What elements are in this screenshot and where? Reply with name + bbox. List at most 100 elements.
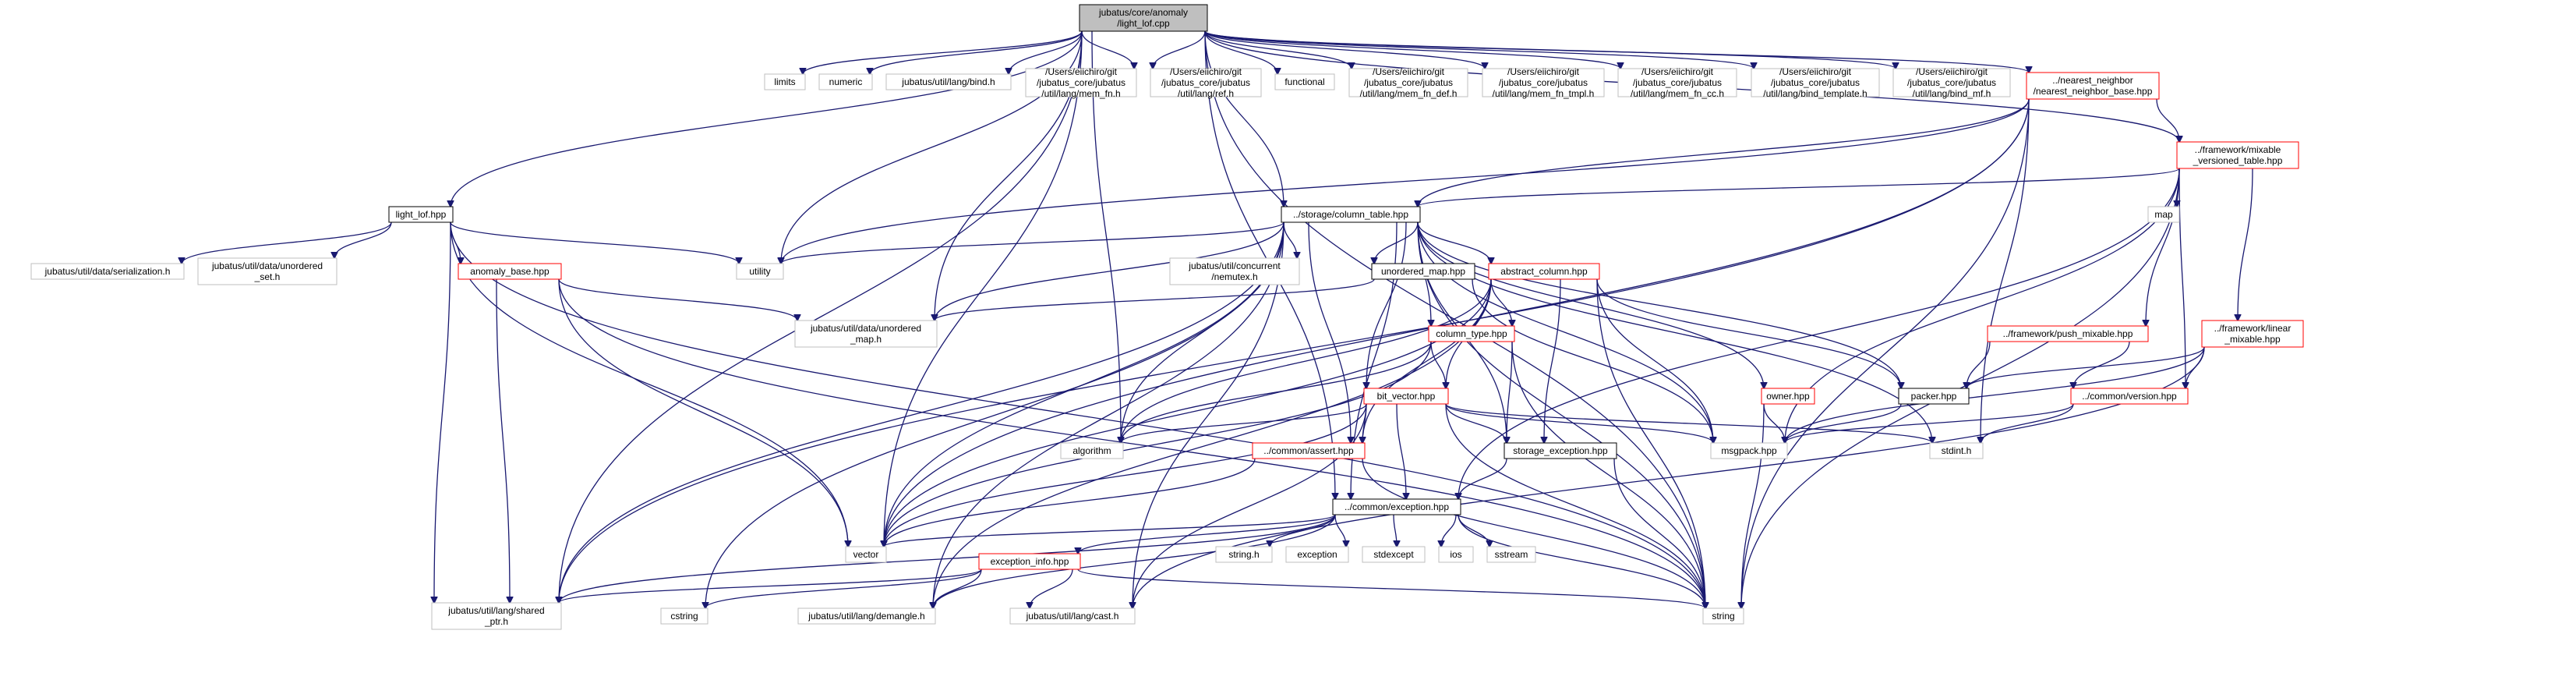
edge-exception_hpp-to-demangle_h xyxy=(933,514,1336,608)
node-label: string.h xyxy=(1228,549,1259,560)
edge-column_type_hpp-to-bit_vector_hpp xyxy=(1430,341,1446,388)
node-label: exception_info.hpp xyxy=(991,556,1069,567)
edge-root-to-column_table_hpp xyxy=(1204,30,1284,207)
edge-root-to-functional xyxy=(1204,30,1277,74)
node-label: utility xyxy=(749,266,770,277)
node-box xyxy=(764,73,806,90)
edge-unordered_map_hpp-to-msgpack_hpp xyxy=(1472,278,1713,443)
edge-bit_vector_hpp-to-exception_hpp xyxy=(1396,403,1406,499)
edge-push_mixable_hpp-to-version_hpp xyxy=(2073,341,2130,388)
node-serialization-h: jubatus/util/data/serialization.h xyxy=(30,263,185,280)
node-column-type-hpp[interactable]: column_type.hpp xyxy=(1428,325,1515,342)
edge-root-to-nearest_neighbor_base_hpp xyxy=(1204,30,2029,73)
node-numeric: numeric xyxy=(818,73,873,90)
node-unordered-set-h: jubatus/util/data/unordered_set.h xyxy=(197,257,337,285)
node-label: /jubatus_core/jubatus xyxy=(1633,77,1722,88)
node-owner-hpp[interactable]: owner.hpp xyxy=(1761,388,1815,405)
node-label: /util/lang/ref.h xyxy=(1178,88,1234,99)
node-label: /util/lang/mem_fn_cc.h xyxy=(1631,88,1724,99)
node-packer-hpp[interactable]: packer.hpp xyxy=(1898,388,1970,405)
node-stdexcept: stdexcept xyxy=(1362,546,1426,563)
node-storage-exception-hpp[interactable]: storage_exception.hpp xyxy=(1504,442,1617,459)
edge-linear_mixable_hpp-to-cast_h xyxy=(1133,346,2205,608)
edge-exception_hpp-to-exception xyxy=(1334,514,1346,547)
node-version-hpp[interactable]: ../common/version.hpp xyxy=(2070,388,2189,405)
edge-anomaly_base_hpp-to-shared_ptr_h xyxy=(496,278,510,603)
node-box xyxy=(1488,263,1600,280)
node-label: /util/lang/bind_template.h xyxy=(1763,88,1867,99)
edge-storage_exception_hpp-to-string xyxy=(1613,458,1705,608)
node-mixable-versioned-table-hpp[interactable]: ../framework/mixable_versioned_table.hpp xyxy=(2176,141,2299,169)
node-label: /util/lang/mem_fn.h xyxy=(1041,88,1120,99)
node-box xyxy=(2201,320,2304,348)
node-label: owner.hpp xyxy=(1766,391,1810,402)
node-vector: vector xyxy=(845,546,887,563)
node-mem-fn-h: /Users/eiichiro/git/jubatus_core/jubatus… xyxy=(1025,66,1137,99)
node-root[interactable]: jubatus/core/anomaly/light_lof.cpp xyxy=(1079,4,1208,32)
node-label: exception xyxy=(1297,549,1337,560)
node-linear-mixable-hpp[interactable]: ../framework/linear_mixable.hpp xyxy=(2201,320,2304,348)
edge-exception_info_hpp-to-cast_h xyxy=(1030,569,1073,608)
node-label: jubatus/util/lang/demangle.h xyxy=(807,611,924,622)
node-exception-info-hpp[interactable]: exception_info.hpp xyxy=(978,553,1081,570)
node-box xyxy=(1482,68,1605,97)
edge-column_table_hpp-to-msgpack_hpp xyxy=(1417,221,1713,443)
node-abstract-column-hpp[interactable]: abstract_column.hpp xyxy=(1488,263,1600,280)
node-label: _ptr.h xyxy=(484,616,508,627)
node-unordered-map-hpp[interactable]: unordered_map.hpp xyxy=(1371,263,1475,280)
edge-root-to-shared_ptr_h xyxy=(559,30,1083,603)
node-label: /util/lang/bind_mf.h xyxy=(1913,88,1991,99)
edge-column_table_hpp-to-assert_hpp xyxy=(1308,221,1351,443)
node-push-mixable-hpp[interactable]: ../framework/push_mixable.hpp xyxy=(1987,325,2149,342)
edge-bit_vector_hpp-to-string xyxy=(1445,403,1705,608)
node-label: numeric xyxy=(829,76,863,87)
edge-root-to-utility xyxy=(781,30,1083,264)
edge-column_table_hpp-to-utility xyxy=(781,221,1284,264)
node-box xyxy=(1079,4,1208,32)
edge-owner_hpp-to-string xyxy=(1741,403,1765,608)
node-nearest-neighbor-base-hpp[interactable]: ../nearest_neighbor/nearest_neighbor_bas… xyxy=(2026,72,2160,100)
node-label: /nearest_neighbor_base.hpp xyxy=(2034,86,2153,97)
node-exception-hpp[interactable]: ../common/exception.hpp xyxy=(1332,498,1461,515)
node-box xyxy=(885,73,1012,90)
edge-root-to-algorithm xyxy=(1091,30,1121,443)
edge-abstract_column_hpp-to-msgpack_hpp xyxy=(1596,278,1713,443)
edge-column_table_hpp-to-unordered_map_h xyxy=(935,221,1284,321)
node-label: packer.hpp xyxy=(1911,391,1957,402)
edge-root-to-limits xyxy=(803,30,1083,74)
node-box xyxy=(1892,68,2011,97)
edge-abstract_column_hpp-to-algorithm xyxy=(1121,278,1492,443)
node-anomaly-base-hpp[interactable]: anomaly_base.hpp xyxy=(458,263,562,280)
edge-light_lof_hpp-to-utility xyxy=(450,221,739,264)
node-light-lof-hpp[interactable]: light_lof.hpp xyxy=(388,206,454,223)
node-box xyxy=(2026,72,2160,100)
node-assert-hpp[interactable]: ../common/assert.hpp xyxy=(1252,442,1366,459)
node-mem-fn-tmpl-h: /Users/eiichiro/git/jubatus_core/jubatus… xyxy=(1482,66,1605,99)
edge-unordered_map_hpp-to-unordered_map_h xyxy=(935,278,1375,321)
edge-column_table_hpp-to-nemutex_h xyxy=(1283,221,1297,258)
node-algorithm: algorithm xyxy=(1060,442,1124,459)
node-label: jubatus/util/lang/shared xyxy=(447,605,544,616)
node-label: /Users/eiichiro/git xyxy=(1507,66,1580,77)
edge-packer_hpp-to-msgpack_hpp xyxy=(1785,403,1902,443)
node-label: stdexcept xyxy=(1373,549,1414,560)
edge-mixable_versioned_table_hpp-to-column_table_hpp xyxy=(1418,168,2180,207)
node-box xyxy=(458,263,562,280)
edge-mixable_versioned_table_hpp-to-linear_mixable_hpp xyxy=(2238,168,2253,321)
node-box xyxy=(1150,68,1262,97)
node-column-table-hpp[interactable]: ../storage/column_table.hpp xyxy=(1281,206,1421,223)
node-label: ../framework/push_mixable.hpp xyxy=(2003,328,2133,339)
node-label: _set.h xyxy=(254,271,281,282)
node-label: cstring xyxy=(670,611,698,622)
node-label: /Users/eiichiro/git xyxy=(1641,66,1714,77)
edge-bit_vector_hpp-to-storage_exception_hpp xyxy=(1445,403,1507,443)
node-label: /Users/eiichiro/git xyxy=(1916,66,1988,77)
edge-nearest_neighbor_base_hpp-to-utility xyxy=(781,98,2030,264)
edge-column_table_hpp-to-packer_hpp xyxy=(1417,221,1901,388)
node-box xyxy=(1215,546,1273,563)
edge-exception_hpp-to-string xyxy=(1458,514,1705,608)
node-box xyxy=(797,607,936,625)
edge-root-to-string xyxy=(1204,30,1705,608)
node-bit-vector-hpp[interactable]: bit_vector.hpp xyxy=(1363,388,1449,405)
node-label: /util/lang/mem_fn_def.h xyxy=(1360,88,1458,99)
